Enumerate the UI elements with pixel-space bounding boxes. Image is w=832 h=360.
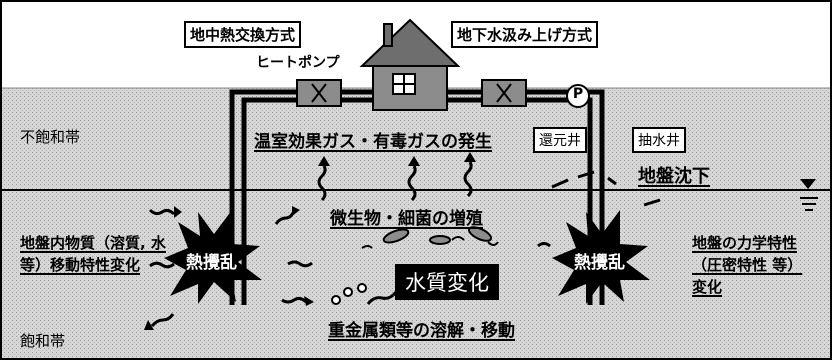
effect-land-subsidence: 地盤沈下 [638,166,710,187]
subsidence-dashes [551,170,661,207]
heat-burst-right [552,210,650,304]
heat-exchanger-left [296,79,342,107]
method-label-ground-heat-exchange: 地中熱交換方式 [184,21,302,48]
method-label-groundwater-pumping: 地下水汲み上げ方式 [451,21,599,48]
pumping-well-label: 抽水井 [632,127,686,153]
gas-arrowheads [318,152,476,166]
zone-label-unsaturated: 不飽和帯 [20,128,81,146]
gas-wavy-arrows [317,161,473,202]
heat-disturbance-left-label: 熱攪乱 [186,253,237,273]
pump-symbol-circle [566,84,590,108]
return-well-label: 還元井 [533,127,587,153]
effect-water-quality-change: 水質変化 [395,264,499,300]
metal-wavy-arrow [366,291,398,305]
effect-substance-transport: 地盤内物質（溶質, 水 等）移動特性変化 [20,234,166,274]
pump-symbol-label: P [572,86,584,102]
effect-gas-generation: 温室効果ガス・有毒ガスの発生 [254,132,492,152]
zone-label-saturated: 飽和帯 [20,332,66,350]
effect-mechanical-properties: 地盤の力学特性（圧密特性 等）変化 [692,234,803,296]
heat-burst-left [164,210,262,304]
effect-microbe-growth: 微生物・細菌の増殖 [330,209,483,229]
ground-area [0,88,832,360]
microbes-icon [361,226,499,249]
heat-arrowheads [144,206,314,330]
heat-pump-label: ヒートポンプ [256,55,340,71]
heat-disturbance-right-label: 熱攪乱 [574,253,625,273]
heat-exchanger-right [481,79,527,107]
bubbles-icon [331,283,367,305]
house-icon [359,18,461,111]
effect-heavy-metals: 重金属類等の溶解・移動 [328,321,515,341]
water-table-mark [800,179,818,211]
